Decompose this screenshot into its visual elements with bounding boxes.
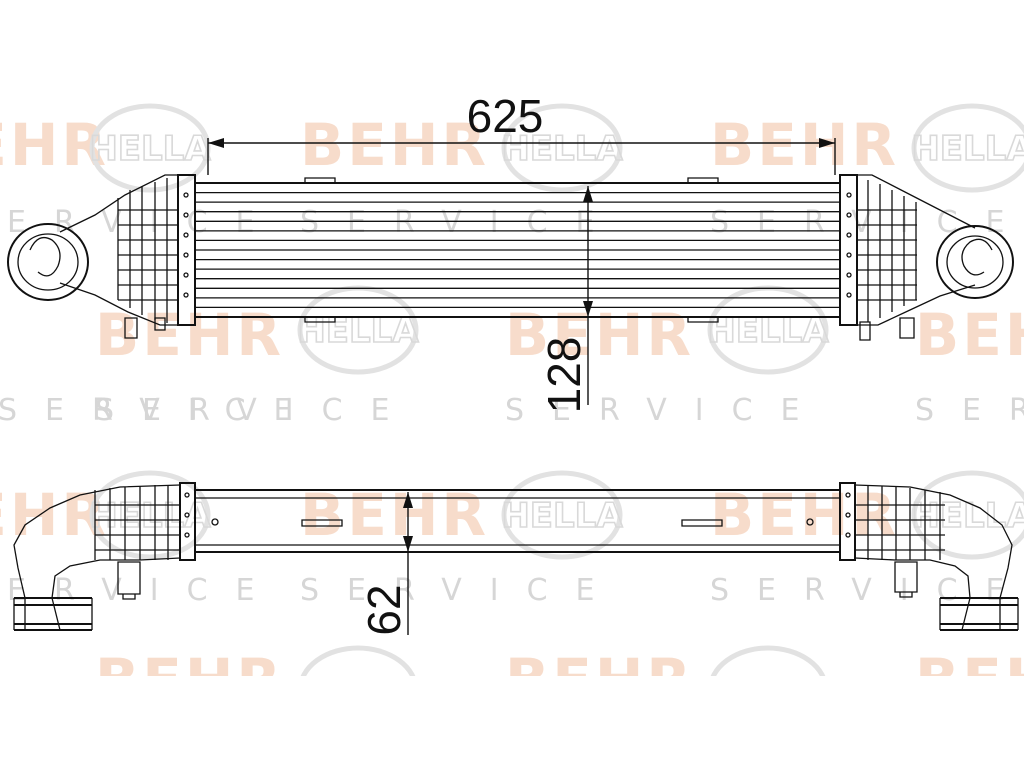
- watermark-hella: HELLA: [89, 129, 211, 169]
- watermark-hella-logo: HELLA: [911, 103, 1024, 193]
- watermark-behr: BEHR: [300, 481, 489, 549]
- watermark-service: SERVICE: [710, 573, 1024, 608]
- side-marks: [301, 519, 723, 527]
- watermark-behr: BEHR: [710, 111, 899, 179]
- watermark-hella: HELLA: [911, 129, 1024, 169]
- dimension-length: 625: [207, 90, 836, 175]
- watermark-hella-logo: HELLA: [89, 103, 212, 193]
- watermark-hella-logo: HELLA: [911, 470, 1024, 560]
- right-tank: [839, 174, 1014, 341]
- top-view: 625 128: [7, 90, 1014, 413]
- bottom-mask: [0, 676, 1024, 768]
- watermark-service: SERVICE: [505, 393, 827, 428]
- core-fins: [195, 191, 840, 309]
- watermark-behr: BEHR: [915, 301, 1024, 369]
- watermark-service: SERVICE: [0, 573, 282, 608]
- watermark-hella-logo: HELLA: [501, 470, 624, 560]
- dimension-depth: 62: [358, 492, 413, 636]
- side-view: 62: [13, 482, 1019, 636]
- right-tank-side: [839, 482, 1019, 631]
- watermark-hella: HELLA: [501, 129, 623, 169]
- watermark-hella-logo: HELLA: [707, 285, 830, 375]
- left-tank-side: [13, 482, 196, 631]
- watermark-hella: HELLA: [89, 496, 211, 536]
- dimension-label-height: 128: [538, 337, 590, 414]
- watermark-service: SERVICE: [300, 573, 622, 608]
- watermark-behr: BEHR: [505, 301, 694, 369]
- dimension-height: 128: [538, 186, 593, 413]
- watermark-hella-logo: HELLA: [297, 285, 420, 375]
- watermark-hella-logo: HELLA: [501, 103, 624, 193]
- watermark-layer: BEHR BEHR BEHR HELLA HELLA HELLA SERVICE…: [0, 103, 1024, 735]
- watermark-service: SERVICE: [0, 393, 320, 428]
- watermark-behr: BEHR: [0, 111, 109, 179]
- watermark-behr: BEHR: [95, 301, 284, 369]
- left-tank: [7, 174, 196, 339]
- watermark-behr: BEHR: [300, 111, 489, 179]
- dimension-label-length: 625: [467, 90, 544, 142]
- watermark-behr: BEHR: [710, 481, 899, 549]
- watermark-service: SERVICE: [300, 205, 622, 240]
- dimension-label-depth: 62: [358, 584, 410, 635]
- bottom-tabs: [304, 317, 719, 323]
- watermark-hella: HELLA: [501, 496, 623, 536]
- top-tabs: [304, 177, 719, 183]
- watermark-service: SERVICE: [95, 393, 417, 428]
- watermark-hella-logo: HELLA: [89, 470, 212, 560]
- watermark-service: SERVICE: [915, 393, 1024, 428]
